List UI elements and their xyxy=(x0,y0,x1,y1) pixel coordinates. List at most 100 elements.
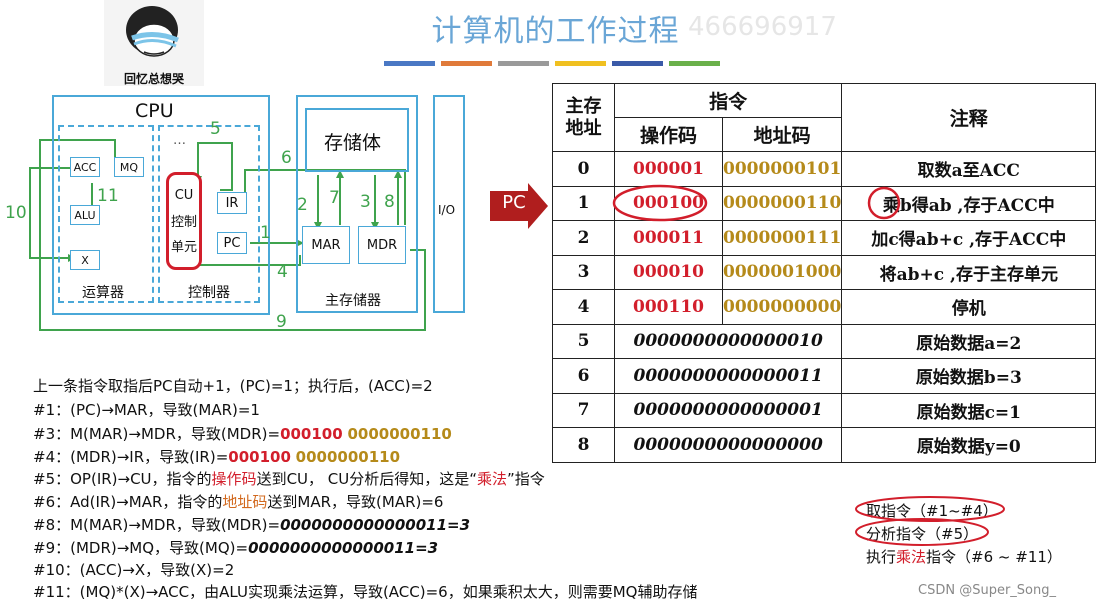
meme-caption: 回忆总想哭 xyxy=(123,72,184,86)
pc-arrow-icon xyxy=(490,183,548,229)
cell-address: 4 xyxy=(552,289,615,325)
header-note: 注释 xyxy=(841,83,1097,152)
cell-opcode: 000110 xyxy=(614,289,723,325)
alu-group-label: 运算器 xyxy=(82,285,124,301)
explanation-line: #3：M(MAR)→MDR，导致(MDR)=000100 0000000110 xyxy=(33,423,452,444)
main-memory-box xyxy=(296,95,418,313)
header-address: 主存 地址 xyxy=(552,83,615,152)
cell-address: 6 xyxy=(552,358,615,394)
explanation-line: #6：Ad(IR)→MAR，指令的地址码送到MAR，导致(MAR)=6 xyxy=(33,491,443,512)
text-segment: #4：(MDR)→IR，导致(IR)= xyxy=(33,448,229,466)
text-segment: 000100 xyxy=(280,425,343,443)
explanation-line: #11：(MQ)*(X)→ACC，由ALU实现乘法运算，导致(ACC)=6，如果… xyxy=(33,583,698,601)
text-segment: #5：OP(IR)→CU，指令的 xyxy=(33,470,212,488)
legend-analyze: 分析指令（#5） xyxy=(866,525,979,543)
legend-fetch: 取指令（#1~#4） xyxy=(866,502,998,520)
text-segment: 地址码 xyxy=(222,493,268,511)
pc-arrow-label: PC xyxy=(502,192,526,213)
step-number: 10 xyxy=(5,203,27,223)
alu-unit: ALU xyxy=(70,205,100,225)
step-number: 2 xyxy=(297,195,308,215)
controller-group xyxy=(158,125,260,303)
strip-segment xyxy=(498,61,549,66)
text-segment: 0000000110 xyxy=(347,425,452,443)
step-number: 8 xyxy=(384,192,395,212)
step-number: 3 xyxy=(360,192,371,212)
cell-address: 7 xyxy=(552,392,615,428)
header-address-line: 主存 xyxy=(565,95,602,117)
strip-segment xyxy=(384,61,435,66)
cell-address: 2 xyxy=(552,220,615,256)
header-opcode: 操作码 xyxy=(614,117,723,152)
legend-execute: 执行乘法指令（#6 ~ #11） xyxy=(866,546,1062,567)
legend-circles xyxy=(855,496,1005,546)
cell-raw-data: 0000000000000011 xyxy=(613,358,843,394)
cell-opcode: 000010 xyxy=(614,254,723,290)
cell-note: 将ab+c ,存于主存单元 xyxy=(841,254,1097,290)
cell-note: 原始数据a=2 xyxy=(841,323,1097,359)
cell-raw-data: 0000000000000000 xyxy=(613,427,843,463)
cell-address: 0 xyxy=(552,151,615,187)
pc-register: PC xyxy=(217,232,247,254)
explanation-line: #10：(ACC)→X，导致(X)=2 xyxy=(33,561,235,579)
text-segment: 0000000110 xyxy=(295,448,401,466)
explanation-line: 上一条指令取指后PC自动+1，(PC)=1；执行后，(ACC)=2 xyxy=(33,377,433,395)
text-segment: #3：M(MAR)→MDR，导致(MDR)= xyxy=(33,425,281,443)
step-number: 5 xyxy=(210,119,221,139)
ellipsis: … xyxy=(173,133,186,148)
cell-address: 8 xyxy=(552,427,615,463)
crying-meme-icon xyxy=(104,0,204,86)
header-address-line: 地址 xyxy=(565,117,602,139)
cell-note: 原始数据y=0 xyxy=(841,427,1097,463)
cpu-label: CPU xyxy=(135,100,174,122)
main-memory-label: 主存储器 xyxy=(325,293,381,309)
bus-lines xyxy=(29,139,426,331)
ir-register: IR xyxy=(217,192,247,214)
strip-segment xyxy=(669,61,720,66)
explanation-line: #5：OP(IR)→CU，指令的操作码送到CU， CU分析后得知，这是“乘法”指… xyxy=(33,468,545,489)
header-address-code: 地址码 xyxy=(721,117,843,152)
cu-box: CU 控制 单元 xyxy=(166,172,202,270)
cpu-box xyxy=(52,95,270,315)
watermark: CSDN @Super_Song_ xyxy=(918,583,1056,598)
strip-segment xyxy=(441,61,492,66)
cu-line: CU xyxy=(174,187,194,203)
text-segment: #6：Ad(IR)→MAR，指令的 xyxy=(33,493,223,511)
alu-group xyxy=(58,125,154,303)
strip-segment xyxy=(555,61,606,66)
controller-group-label: 控制器 xyxy=(188,285,230,301)
cell-address: 5 xyxy=(552,323,615,359)
cell-address: 3 xyxy=(552,254,615,290)
cell-opcode: 000001 xyxy=(614,151,723,187)
page-title: 计算机的工作过程 xyxy=(431,14,680,49)
text-segment: #9：(MDR)→MQ，导致(MQ)= xyxy=(33,539,249,557)
io-box xyxy=(433,95,465,313)
step-number: 4 xyxy=(277,262,288,282)
strip-segment xyxy=(612,61,663,66)
mdr-register: MDR xyxy=(358,226,406,264)
cu-line: 单元 xyxy=(170,239,197,255)
io-label: I/O xyxy=(438,203,456,217)
text-segment: #8：M(MAR)→MDR，导致(MDR)= xyxy=(33,516,281,534)
cell-address: 1 xyxy=(552,185,615,221)
step-number: 11 xyxy=(97,186,119,206)
text-segment: 送到MAR，导致(MAR)=6 xyxy=(267,493,444,511)
text-segment: 送到CU， CU分析后得知，这是“ xyxy=(256,470,478,488)
explanation-line: #1：(PC)→MAR，导致(MAR)=1 xyxy=(33,401,260,419)
cell-raw-data: 0000000000000010 xyxy=(613,323,843,359)
header-instruction: 指令 xyxy=(613,83,843,118)
text-segment: 乘法 xyxy=(896,548,927,566)
cell-raw-data: 0000000000000001 xyxy=(613,392,843,428)
text-segment: 操作码 xyxy=(211,470,257,488)
explanation-line: #4：(MDR)→IR，导致(IR)=000100 0000000110 xyxy=(33,446,400,467)
cu-line: 控制 xyxy=(170,214,197,230)
text-segment: 乘法 xyxy=(477,470,508,488)
cell-note: 乘b得ab ,存于ACC中 xyxy=(841,185,1097,221)
step-number: 7 xyxy=(329,188,340,208)
mar-register: MAR xyxy=(302,226,350,264)
